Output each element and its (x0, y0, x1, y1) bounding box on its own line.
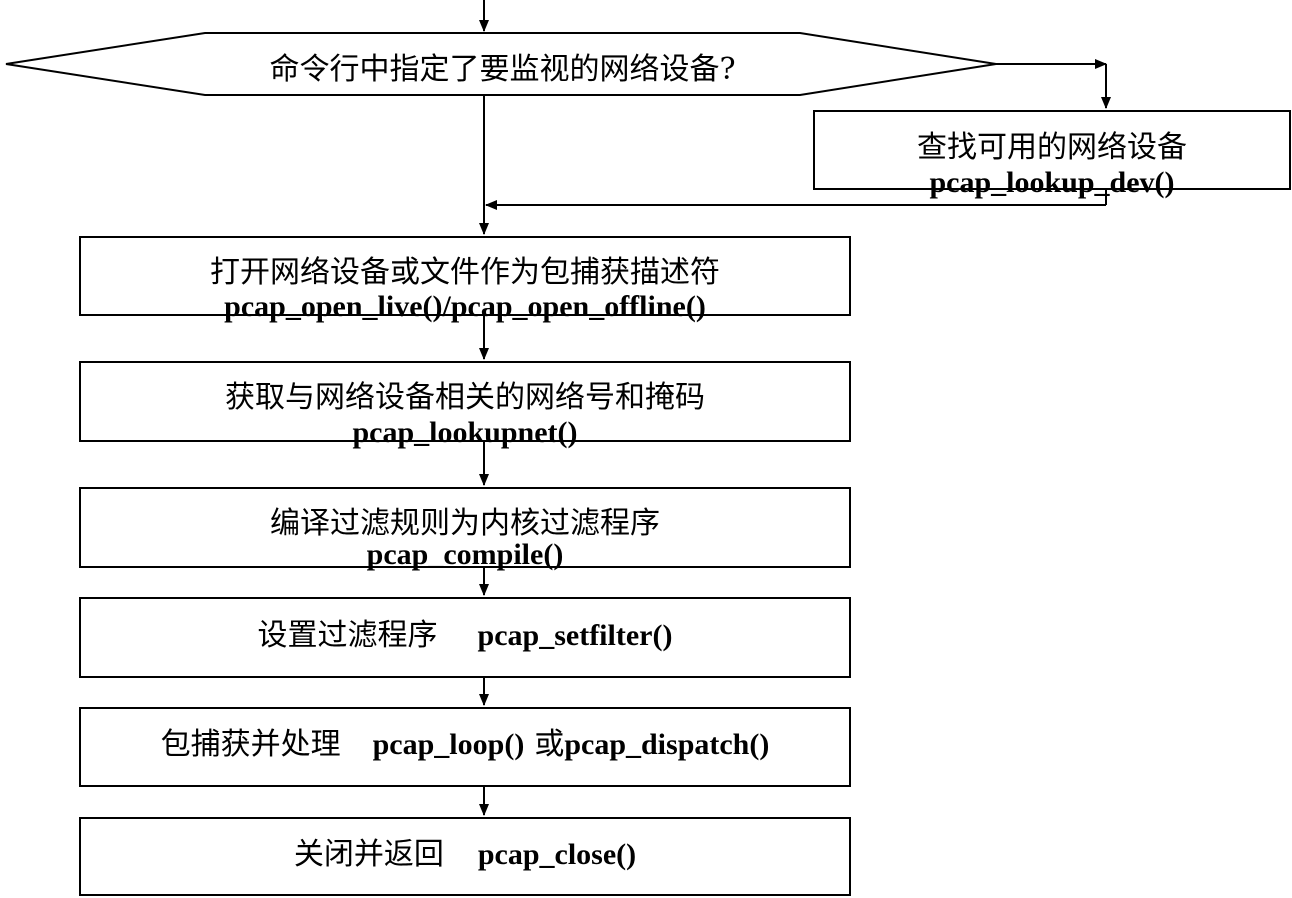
step-open-func: pcap_open_live()/pcap_open_offline() (224, 290, 706, 323)
step-loop-func2: pcap_dispatch() (564, 728, 770, 761)
step-close-title: 关闭并返回 (293, 837, 444, 872)
step-open-title: 打开网络设备或文件作为包捕获描述符 (210, 255, 720, 290)
lookup-device-func: pcap_lookup_dev() (929, 166, 1175, 199)
step-loop-connector: 或 (534, 727, 565, 762)
step-setfilter-func: pcap_setfilter() (477, 619, 673, 652)
step-close-label: 关闭并返回 pcap_close() (79, 829, 851, 873)
step-open-box (79, 236, 851, 316)
decision-question: 命令行中指定了要监视的网络设备? (269, 52, 736, 87)
step-close-func: pcap_close() (477, 838, 637, 871)
lookup-device-title: 查找可用的网络设备 (917, 130, 1187, 165)
step-compile-title: 编译过滤规则为内核过滤程序 (270, 506, 660, 541)
step-close-box (79, 817, 851, 896)
step-compile-func: pcap_compile() (366, 538, 564, 571)
step-lookupnet-title: 获取与网络设备相关的网络号和掩码 (225, 380, 705, 415)
step-loop-box (79, 707, 851, 787)
step-lookupnet-func: pcap_lookupnet() (352, 416, 578, 449)
step-loop-func: pcap_loop() (372, 728, 525, 761)
step-lookupnet-box (79, 361, 851, 442)
step-setfilter-label: 设置过滤程序 pcap_setfilter() (79, 610, 851, 654)
step-loop-label: 包捕获并处理 pcap_loop() 或pcap_dispatch() (79, 719, 851, 763)
step-compile-box (79, 487, 851, 568)
step-setfilter-title: 设置过滤程序 (257, 618, 438, 653)
step-loop-title: 包捕获并处理 (160, 727, 341, 762)
step-setfilter-box (79, 597, 851, 678)
lookup-device-box (813, 110, 1291, 190)
